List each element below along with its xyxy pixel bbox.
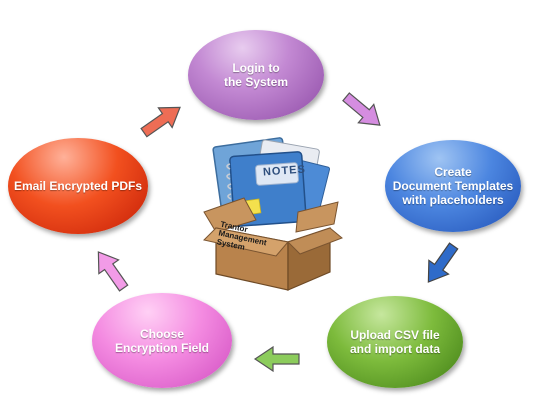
arrow-choose-to-email (97, 251, 129, 292)
node-login: Login to the System (188, 30, 324, 120)
node-upload-csv: Upload CSV file and import data (327, 296, 463, 388)
arrow-login-to-create (342, 92, 381, 126)
node-choose-encryption: Choose Encryption Field (92, 293, 232, 388)
management-box-illustration (203, 137, 343, 291)
node-create-templates: Create Document Templates with placehold… (385, 140, 521, 232)
arrow-email-to-login (140, 106, 181, 138)
arrow-upload-to-choose (253, 345, 300, 373)
node-email-pdfs: Email Encrypted PDFs (8, 138, 148, 234)
arrow-create-to-upload (427, 242, 459, 283)
